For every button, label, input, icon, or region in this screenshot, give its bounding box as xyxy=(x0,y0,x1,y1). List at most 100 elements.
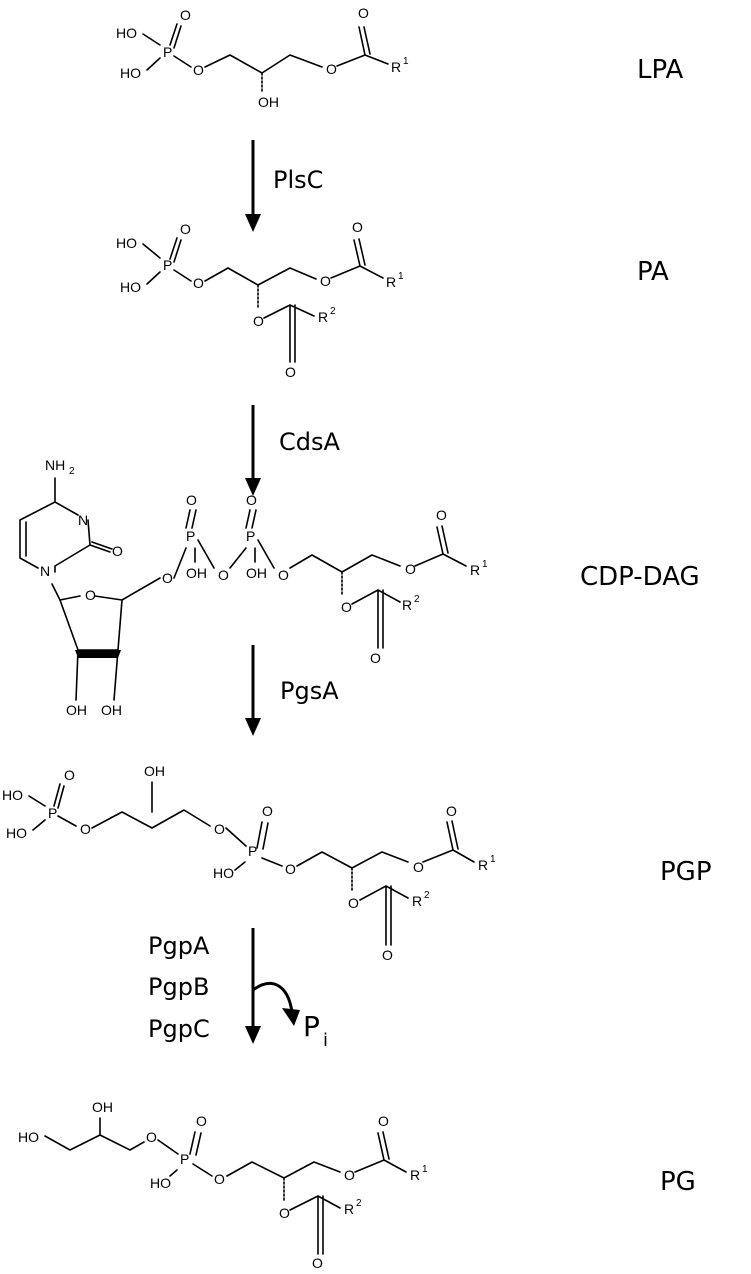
atom-sub: 2 xyxy=(69,466,75,477)
atom-o: O xyxy=(85,587,96,603)
atom-n: N xyxy=(78,512,88,528)
atom-o: O xyxy=(193,62,204,78)
atom-o: O xyxy=(80,821,91,837)
atom-sup: 2 xyxy=(356,1198,362,1209)
enzyme-pgpc: PgpC xyxy=(148,1015,210,1043)
atom-sup: 2 xyxy=(424,890,430,901)
atom-o: O xyxy=(320,273,331,289)
atom-o: O xyxy=(180,7,191,23)
atom-o: O xyxy=(279,1205,290,1221)
atom-oh: OH xyxy=(101,702,122,718)
atom-o: O xyxy=(214,1171,225,1187)
atom-oh: OH xyxy=(246,565,267,581)
atom-oh: OH xyxy=(144,763,165,779)
pg-structure: OH HO O P O HO O O O O R 1 R 2 O xyxy=(18,1099,428,1271)
pgp-structure: HO HO P O O OH O P O HO O O O O R 1 R 2 … xyxy=(2,763,496,963)
arrowhead xyxy=(245,478,261,496)
atom-o: O xyxy=(285,364,296,380)
atom-r: R xyxy=(478,857,488,873)
atom-p: P xyxy=(163,44,172,60)
compound-label-pg: PG xyxy=(660,1167,696,1197)
atom-p: P xyxy=(246,528,255,544)
compound-label-cdp-dag: CDP-DAG xyxy=(580,562,700,592)
byproduct-pi-subscript: i xyxy=(323,1030,328,1051)
atom-oh: OH xyxy=(92,1099,113,1115)
atom-o: O xyxy=(214,821,225,837)
atom-ho: HO xyxy=(120,279,141,295)
arrowhead xyxy=(245,718,261,736)
atom-o: O xyxy=(378,1113,389,1129)
atom-o: O xyxy=(312,1255,323,1271)
atom-o: O xyxy=(285,861,296,877)
atom-o: O xyxy=(348,895,359,911)
side-arrow-pi xyxy=(252,981,294,1013)
atom-o: O xyxy=(218,567,229,583)
enzyme-pgsa: PgsA xyxy=(280,677,339,705)
atom-ho: HO xyxy=(2,787,23,803)
atom-o: O xyxy=(352,219,363,235)
atom-sup: 1 xyxy=(490,854,496,865)
atom-sup: 2 xyxy=(414,594,420,605)
atom-o: O xyxy=(64,767,75,783)
atom-sup: 1 xyxy=(403,56,409,67)
atom-o: O xyxy=(341,599,352,615)
atom-p: P xyxy=(48,805,57,821)
atom-o: O xyxy=(196,1113,207,1129)
atom-ho: HO xyxy=(116,25,137,41)
atom-o: O xyxy=(193,275,204,291)
lpa-structure: HO HO P O O OH O O R 1 xyxy=(116,5,409,110)
atom-o: O xyxy=(436,507,447,523)
ribose-wedge xyxy=(75,650,121,658)
atom-o: O xyxy=(146,1129,157,1145)
atom-ho: HO xyxy=(213,865,234,881)
atom-o: O xyxy=(446,803,457,819)
atom-p: P xyxy=(180,1151,189,1167)
byproduct-pi: P xyxy=(303,1010,320,1043)
atom-o: O xyxy=(162,570,173,586)
atom-oh: OH xyxy=(258,94,279,110)
atom-r: R xyxy=(318,309,328,325)
atom-o: O xyxy=(413,859,424,875)
atom-r: R xyxy=(410,1167,420,1183)
atom-ho: HO xyxy=(120,65,141,81)
atom-o: O xyxy=(358,5,369,21)
atom-ho: HO xyxy=(18,1129,39,1145)
atom-o: O xyxy=(344,1167,355,1183)
atom-p: P xyxy=(163,257,172,273)
atom-o: O xyxy=(186,492,197,508)
arrowhead xyxy=(245,1026,261,1044)
atom-o: O xyxy=(370,650,381,666)
atom-p: P xyxy=(248,843,257,859)
pa-structure: HO HO P O O O O O R 1 R 2 O xyxy=(116,219,404,380)
atom-ho: HO xyxy=(116,235,137,251)
atom-o: O xyxy=(405,561,416,577)
compound-label-lpa: LPA xyxy=(637,55,684,85)
enzyme-pgpa: PgpA xyxy=(148,932,210,960)
atom-oh: OH xyxy=(66,702,87,718)
atom-sup: 1 xyxy=(422,1164,428,1175)
atom-o: O xyxy=(246,492,257,508)
arrowhead xyxy=(282,1008,300,1026)
atom-sup: 1 xyxy=(482,559,488,570)
atom-oh: OH xyxy=(186,565,207,581)
atom-o: O xyxy=(253,313,264,329)
atom-o: O xyxy=(278,567,289,583)
cdp-dag-structure: NH 2 N O N O O P O OH O P O OH O O O O R… xyxy=(19,457,488,718)
compound-label-pa: PA xyxy=(637,257,669,287)
enzyme-cdsa: CdsA xyxy=(279,428,340,456)
atom-n: N xyxy=(40,563,50,579)
atom-r: R xyxy=(412,893,422,909)
atom-ho: HO xyxy=(6,825,27,841)
enzyme-pgpb: PgpB xyxy=(148,973,209,1001)
atom-r: R xyxy=(344,1201,354,1217)
atom-r: R xyxy=(386,274,396,290)
atom-r: R xyxy=(391,59,401,75)
compound-label-pgp: PGP xyxy=(660,857,712,887)
atom-o: O xyxy=(180,221,191,237)
atom-o: O xyxy=(382,947,393,963)
atom-p: P xyxy=(186,528,195,544)
atom-sup: 2 xyxy=(330,306,336,317)
atom-sup: 1 xyxy=(398,271,404,282)
